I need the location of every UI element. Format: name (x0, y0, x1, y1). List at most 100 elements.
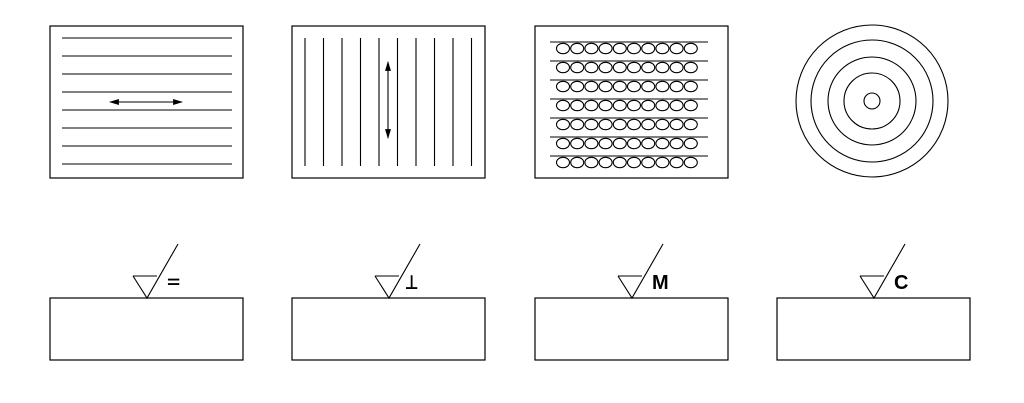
pattern-circle (626, 99, 642, 112)
pattern-circle (584, 156, 599, 169)
pattern-circle (612, 42, 627, 55)
pattern-circle (570, 61, 585, 74)
pattern-circle (683, 61, 698, 74)
pattern-circle (641, 61, 656, 74)
surface-texture-symbol (132, 243, 179, 300)
pattern-circle (570, 137, 585, 150)
pattern-circle (641, 99, 656, 112)
pattern-circle (641, 137, 656, 150)
pattern-circle (655, 61, 670, 74)
multidirectional-pattern-frame (534, 25, 729, 179)
workpiece-block (776, 297, 971, 361)
concentric-ring (795, 24, 949, 178)
workpiece-block (534, 297, 729, 361)
pattern-circle (584, 118, 599, 131)
pattern-circle (626, 156, 642, 169)
pattern-circle (669, 137, 684, 150)
pattern-circle (655, 118, 670, 131)
lay-symbol-parallel: = (49, 243, 244, 361)
pattern-circle (669, 156, 684, 169)
pattern-circle (641, 80, 656, 93)
pattern-circle (555, 80, 571, 93)
pattern-circle (555, 118, 571, 131)
concentric-ring (827, 56, 917, 146)
pattern-circle (626, 42, 642, 55)
vertical-lines-icon (304, 38, 473, 166)
pattern-circle (683, 156, 698, 169)
pattern-circle (555, 99, 571, 112)
pattern-circle (626, 137, 642, 150)
pattern-circle (612, 156, 627, 169)
pattern-circle (655, 156, 670, 169)
surface-texture-symbol (617, 243, 664, 300)
pattern-circle (683, 80, 698, 93)
workpiece-block (49, 297, 244, 361)
pattern-circle (641, 42, 656, 55)
pattern-circle (555, 137, 571, 150)
pattern-circle (555, 42, 571, 55)
concentric-ring (810, 39, 934, 163)
lay-code-label: ⊥ (405, 270, 418, 295)
concentric-circles-icon (795, 24, 949, 178)
pattern-circle (626, 61, 642, 74)
parallel-pattern-panel (49, 25, 244, 179)
pattern-circle (555, 156, 571, 169)
pattern-circle (598, 61, 613, 74)
pattern-circle (570, 118, 585, 131)
pattern-circle (655, 99, 670, 112)
pattern-circle (584, 42, 599, 55)
surface-texture-symbol (859, 243, 906, 300)
concentric-ring (863, 92, 881, 110)
pattern-circle (669, 80, 684, 93)
pattern-circle (598, 99, 613, 112)
horizontal-lines-icon (62, 37, 232, 165)
lay-code-label: C (894, 272, 908, 294)
pattern-circle (641, 156, 656, 169)
pattern-circle (584, 137, 599, 150)
pattern-circle (612, 80, 627, 93)
lay-symbol-multidirectional: M (534, 243, 729, 361)
pattern-circle (669, 99, 684, 112)
pattern-circle (683, 137, 698, 150)
pattern-circle (598, 156, 613, 169)
pattern-circle (598, 137, 613, 150)
pattern-circle (669, 42, 684, 55)
pattern-circle (683, 118, 698, 131)
pattern-circle (570, 99, 585, 112)
pattern-circle (555, 61, 571, 74)
workpiece-block (291, 297, 486, 361)
pattern-circle (570, 80, 585, 93)
surface-texture-symbol (374, 243, 421, 300)
pattern-circle (683, 42, 698, 55)
pattern-circle (669, 118, 684, 131)
pattern-circle (669, 61, 684, 74)
circular-pattern-panel (795, 24, 949, 178)
lay-symbol-perpendicular: ⊥ (291, 243, 486, 361)
concentric-ring (843, 72, 901, 130)
lay-code-label: M (652, 272, 669, 294)
pattern-circle (655, 137, 670, 150)
pattern-circle (598, 118, 613, 131)
pattern-circle (655, 80, 670, 93)
pattern-circle (626, 80, 642, 93)
multidirectional-pattern-panel (534, 25, 729, 179)
pattern-circle (612, 137, 627, 150)
pattern-circle (584, 80, 599, 93)
pattern-circle (570, 42, 585, 55)
pattern-circle (598, 42, 613, 55)
pattern-circle (683, 99, 698, 112)
pattern-circle (612, 61, 627, 74)
pattern-circle (641, 118, 656, 131)
pattern-circle (584, 61, 599, 74)
pattern-circle (612, 99, 627, 112)
lay-symbol-circular: C (776, 243, 971, 361)
pattern-circle (570, 156, 585, 169)
pattern-circle (612, 118, 627, 131)
perpendicular-pattern-panel (291, 25, 486, 179)
pattern-circle (598, 80, 613, 93)
pattern-circle (584, 99, 599, 112)
circles-grid-icon (550, 41, 708, 169)
pattern-circle (626, 118, 642, 131)
lay-symbol-row: = ⊥ M C (49, 243, 971, 361)
